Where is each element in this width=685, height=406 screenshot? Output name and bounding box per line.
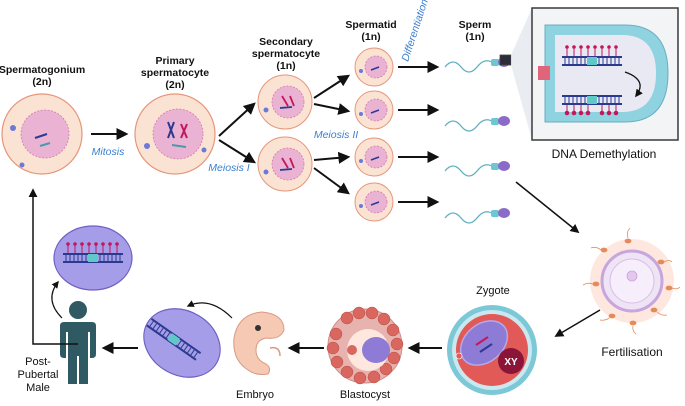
sperm-ploidy: (1n) (465, 31, 484, 43)
spermatid-ploidy: (1n) (361, 31, 380, 43)
zygote-cell (447, 305, 537, 395)
arrow-return-to-spermatogonium (28, 188, 78, 345)
primary-spermatocyte-cell (134, 93, 216, 175)
meiosis-2-label: Meiosis II (314, 129, 358, 141)
male-label-3: Male (26, 382, 50, 394)
zygote-label: Zygote (476, 285, 510, 297)
sperm-title: Sperm (459, 19, 492, 31)
sperm-zoom-box (499, 54, 512, 66)
spermatogonium-title: Spermatogonium (0, 64, 85, 76)
secondary-title-2: spermatocyte (252, 48, 320, 60)
primary-title-1: Primary (155, 55, 194, 67)
arrows-top (91, 61, 440, 208)
mitosis-label: Mitosis (92, 146, 125, 158)
arrow-to-zygote (554, 309, 601, 337)
blastocyst (326, 306, 404, 385)
male-figure (60, 301, 96, 384)
sperm-cell-4 (444, 207, 511, 224)
spermatid-cell-2 (354, 90, 394, 130)
fertilisation-sperm-swarm (582, 227, 681, 335)
arrow-embryo-to-cell (186, 300, 233, 319)
arrow-male-to-cell (51, 280, 63, 319)
dna-demethylation-inset (531, 7, 679, 141)
male-label-2: Pubertal (18, 369, 59, 381)
inset-title: DNA Demethylation (552, 147, 657, 161)
embryo-genome-cell (143, 308, 221, 378)
sperm-cell-2 (444, 115, 511, 132)
primary-ploidy: (2n) (165, 79, 184, 91)
secondary-title-1: Secondary (259, 36, 313, 48)
secondary-ploidy: (1n) (276, 60, 295, 72)
fertilisation-label: Fertilisation (601, 345, 662, 359)
differentiation-label: Differentiation (399, 0, 430, 63)
spermatid-title: Spermatid (345, 19, 396, 31)
arrow-to-fertilisation (515, 181, 580, 234)
male-label-1: Post- (25, 356, 51, 368)
fertilisation-egg (582, 227, 681, 335)
secondary-spermatocyte-cell-top (257, 74, 313, 130)
primary-title-2: spermatocyte (141, 67, 209, 79)
spermatid-cell-1 (354, 47, 394, 87)
zoom-wedge (511, 8, 532, 140)
embryo-label: Embryo (236, 389, 274, 401)
methylated-cell (53, 225, 133, 291)
spermatogonium-ploidy: (2n) (32, 76, 51, 88)
sperm-cell-3 (444, 160, 511, 177)
embryo (233, 311, 285, 375)
blastocyst-label: Blastocyst (340, 389, 390, 401)
secondary-spermatocyte-cell-bottom (257, 136, 313, 192)
spermatid-cell-3 (354, 137, 394, 177)
released-methyl-pins (564, 105, 619, 116)
spermatid-cell-4 (354, 182, 394, 222)
zygote-xy-label: XY (504, 357, 518, 368)
spermatogonium-cell (1, 93, 83, 175)
meiosis-1-label: Meiosis I (208, 162, 250, 174)
